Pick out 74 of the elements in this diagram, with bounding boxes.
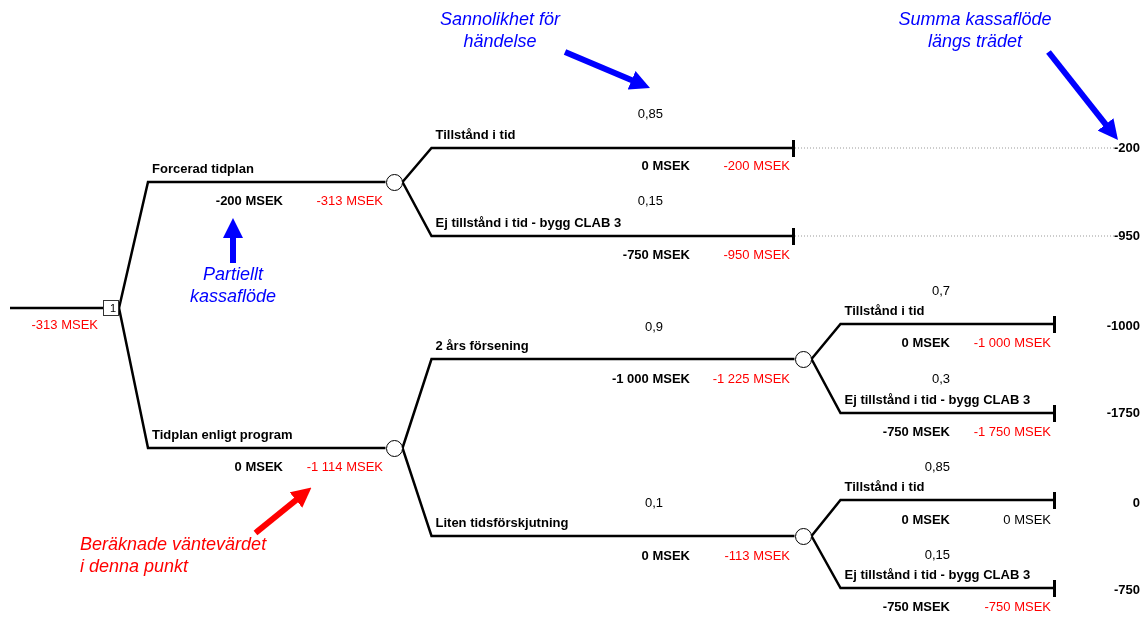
chance-node-circle — [385, 439, 403, 457]
branch-line — [401, 146, 792, 183]
chance-node-circle — [794, 350, 812, 368]
cash-flow-value: -750 MSEK — [622, 247, 690, 263]
expected-value: -113 MSEK — [724, 548, 790, 564]
probability-value: 0,85 — [924, 459, 950, 475]
annotation-text: Summa kassaflöde längs trädet — [887, 8, 1063, 52]
total-value: 0 — [1132, 495, 1140, 511]
branch-line — [810, 358, 1053, 415]
branch-line — [401, 357, 795, 449]
terminal-end-bar — [1053, 315, 1056, 333]
branch-line — [401, 181, 792, 238]
branch-label: Liten tidsförskjutning — [435, 515, 569, 531]
terminal-end-bar — [792, 139, 795, 157]
branch-label: Forcerad tidplan — [152, 161, 254, 177]
cash-flow-value: 0 MSEK — [901, 335, 950, 351]
expected-value: -200 MSEK — [723, 158, 790, 174]
expected-value: -1 000 MSEK — [973, 335, 1051, 351]
callout-arrow — [223, 218, 243, 263]
probability-value: 0,15 — [924, 547, 950, 563]
callout-arrow — [563, 49, 650, 90]
connector-line — [10, 306, 103, 310]
annotation-text: Beräknade väntevärdet i denna punkt — [80, 533, 275, 577]
expected-value: 0 MSEK — [1003, 512, 1051, 528]
expected-value: -950 MSEK — [723, 247, 790, 263]
branch-label: Ej tillstånd i tid - bygg CLAB 3 — [435, 215, 622, 231]
branch-line — [810, 535, 1053, 590]
branch-line — [117, 180, 386, 309]
probability-value: 0,9 — [644, 319, 663, 335]
probability-value: 0,3 — [931, 371, 950, 387]
branch-label: Ej tillstånd i tid - bygg CLAB 3 — [844, 392, 1031, 408]
expected-value: -750 MSEK — [984, 599, 1051, 615]
cash-flow-value: 0 MSEK — [234, 459, 283, 475]
branch-label: Tidplan enligt program — [152, 427, 293, 443]
expected-value: -1 225 MSEK — [712, 371, 790, 387]
terminal-end-bar — [1053, 579, 1056, 597]
cash-flow-value: 0 MSEK — [641, 158, 690, 174]
branch-line — [401, 447, 795, 538]
total-value: -750 — [1113, 582, 1140, 598]
annotation-text: Sannolikhet för händelse — [435, 8, 565, 52]
annotation-text: Partiellt kassaflöde — [168, 263, 298, 307]
cash-flow-value: -750 MSEK — [882, 599, 950, 615]
branch-label: Ej tillstånd i tid - bygg CLAB 3 — [844, 567, 1031, 583]
total-value: -200 — [1113, 140, 1140, 156]
expected-value: -313 MSEK — [31, 317, 98, 333]
cash-flow-value: 0 MSEK — [641, 548, 690, 564]
cash-flow-value: -750 MSEK — [882, 424, 950, 440]
callout-arrow — [1046, 50, 1118, 141]
expected-value: -1 750 MSEK — [973, 424, 1051, 440]
chance-node-circle — [385, 173, 403, 191]
cash-flow-value: -200 MSEK — [215, 193, 283, 209]
branch-line — [810, 498, 1053, 537]
total-value: -1750 — [1106, 405, 1140, 421]
connector-line — [794, 147, 1115, 149]
terminal-end-bar — [792, 227, 795, 245]
terminal-end-bar — [1053, 491, 1056, 509]
connector-line — [794, 235, 1115, 237]
probability-value: 0,7 — [931, 283, 950, 299]
total-value: -1000 — [1106, 318, 1140, 334]
probability-value: 0,15 — [637, 193, 663, 209]
terminal-end-bar — [1053, 404, 1056, 422]
probability-value: 0,1 — [644, 495, 663, 511]
branch-line — [810, 322, 1053, 360]
callout-arrow — [253, 487, 312, 536]
chance-node-circle — [794, 527, 812, 545]
cash-flow-value: -1 000 MSEK — [611, 371, 690, 387]
cash-flow-value: 0 MSEK — [901, 512, 950, 528]
total-value: -950 — [1113, 228, 1140, 244]
expected-value: -1 114 MSEK — [306, 459, 383, 475]
probability-value: 0,85 — [637, 106, 663, 122]
branch-line — [117, 307, 386, 450]
decision-node: 1 — [103, 300, 119, 316]
expected-value: -313 MSEK — [316, 193, 383, 209]
branch-label: 2 års försening — [435, 338, 529, 354]
